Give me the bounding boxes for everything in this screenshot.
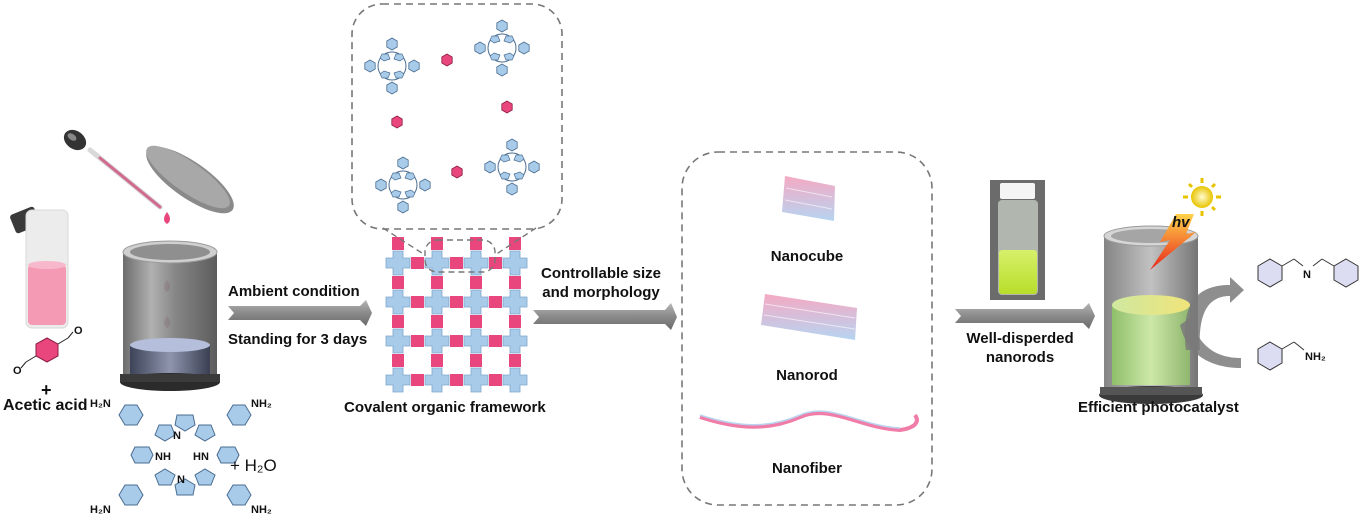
light-bolt-icon [1150, 214, 1196, 270]
sun-icon [1183, 178, 1221, 216]
step3-label: Well-disperded nanorods [955, 330, 1085, 368]
cof-node [463, 289, 489, 315]
cof-linker [450, 257, 463, 269]
cof-linker [489, 374, 502, 386]
cof-linker [411, 257, 424, 269]
step2-label: Controllable size and morphology [534, 265, 668, 303]
amine-label: H₂N [90, 504, 111, 516]
cof-linker [431, 354, 443, 367]
cof-node [463, 328, 489, 354]
cof-linker [392, 315, 404, 328]
cof-node [424, 289, 450, 315]
acetic-acid-label: Acetic acid [3, 397, 88, 414]
cof-linker [431, 315, 443, 328]
nitrogen-label: N [177, 474, 185, 486]
nanofiber-icon [699, 410, 919, 433]
cof-linker [392, 354, 404, 367]
cof-linker [509, 354, 521, 367]
cof-linker [470, 315, 482, 328]
oxygen-label: O [13, 365, 22, 377]
cof-linker [509, 315, 521, 328]
arrow-step2 [533, 303, 677, 330]
amine-label: NH₂ [251, 398, 272, 410]
cof-linker [431, 276, 443, 289]
cof-linker [470, 237, 482, 250]
step3-line2: nanorods [985, 348, 1055, 366]
cof-node [463, 250, 489, 276]
tapp-porphyrin-structure: N N NH HN H₂N NH₂ H₂N NH₂ [90, 398, 272, 516]
substrate-benzylamine-structure: NH₂ [1257, 341, 1326, 371]
cof-node [424, 250, 450, 276]
cof-node [424, 367, 450, 393]
light-hv-label: hv [1172, 214, 1190, 231]
morphology-box [681, 151, 933, 506]
cof-linker [489, 335, 502, 347]
cof-linker [450, 296, 463, 308]
morphology-label-nanorod: Nanorod [776, 367, 838, 384]
cof-linker [509, 276, 521, 289]
step2-line1: Controllable size [540, 265, 662, 282]
cof-node [385, 367, 411, 393]
morphology-label-nanofiber: Nanofiber [771, 460, 842, 477]
reaction-vessel [120, 240, 220, 391]
cof-node [385, 250, 411, 276]
step2-line2: and morphology [542, 283, 660, 301]
cof-node [502, 328, 528, 354]
hn-label: HN [193, 451, 209, 463]
cof-label: Covalent organic framework [344, 399, 546, 416]
plus-sign: + [41, 380, 52, 400]
cof-linker [450, 374, 463, 386]
step1-condition-label: Ambient condition [228, 283, 360, 300]
cof-node [424, 328, 450, 354]
nanocube-icon [782, 176, 835, 221]
cof-inset-structure [351, 3, 563, 273]
product-imine-structure: N [1257, 258, 1359, 288]
cof-lattice [385, 237, 528, 393]
cof-linker [411, 335, 424, 347]
lid-disk-icon [146, 145, 234, 214]
reaction-arrow [1180, 277, 1244, 368]
cof-linker [489, 257, 502, 269]
cof-node [385, 289, 411, 315]
nitrogen-label: N [173, 430, 181, 442]
amine-label: H₂N [90, 398, 111, 410]
cof-node [502, 289, 528, 315]
cof-linker [392, 276, 404, 289]
photocatalyst-label: Efficient photocatalyst [1078, 399, 1239, 416]
cof-node [502, 250, 528, 276]
cof-linker [431, 237, 443, 250]
terephthalaldehyde-structure: O O [13, 325, 83, 377]
nh-label: NH [155, 451, 171, 463]
imine-nitrogen-label: N [1303, 269, 1311, 281]
cof-linker [392, 237, 404, 250]
step3-line1: Well-disperded [966, 330, 1074, 347]
amine-label: NH₂ [251, 504, 272, 516]
cof-linker [470, 354, 482, 367]
cof-node [463, 367, 489, 393]
cof-linker [470, 276, 482, 289]
water-label: + H₂O [230, 456, 277, 475]
cof-node [385, 328, 411, 354]
arrow-step1 [228, 300, 372, 326]
cof-linker [489, 296, 502, 308]
morphology-label-nanocube: Nanocube [770, 248, 844, 265]
pink-solution [28, 265, 66, 325]
step1-time-label: Standing for 3 days [228, 331, 368, 348]
pipette-icon [63, 129, 163, 210]
amine-nh2-label: NH₂ [1305, 351, 1326, 363]
reagent-vial [10, 206, 69, 329]
nanorod-icon [761, 294, 857, 340]
cof-node [502, 367, 528, 393]
cof-linker [450, 335, 463, 347]
arrow-step3 [955, 303, 1095, 329]
cof-linker [411, 374, 424, 386]
oxygen-label: O [74, 325, 83, 337]
nanorod-dispersion-photo [990, 180, 1045, 300]
cof-linker [411, 296, 424, 308]
